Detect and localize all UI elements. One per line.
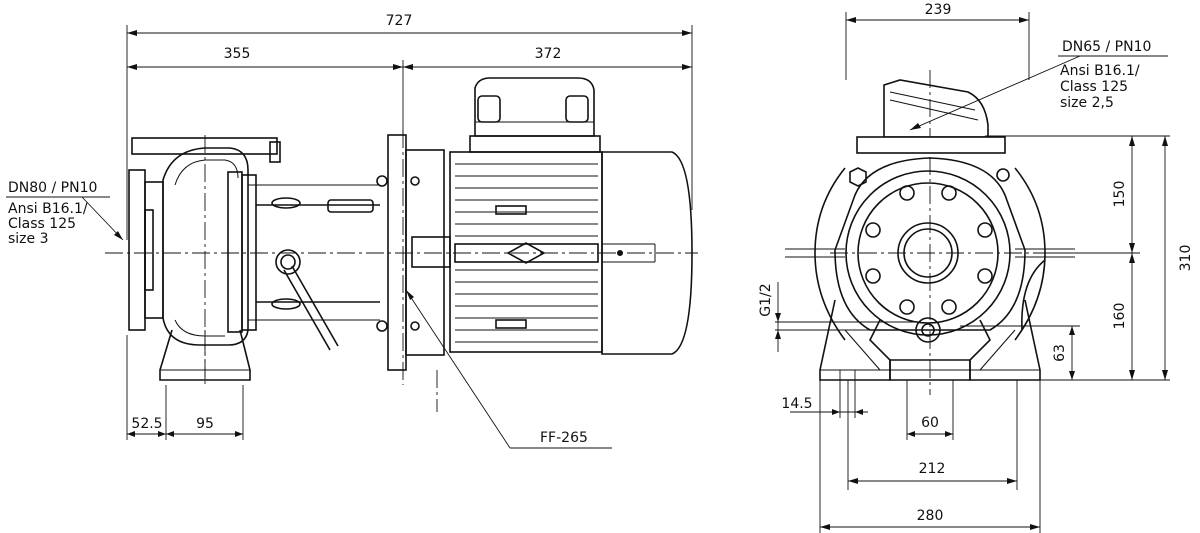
discharge-label	[909, 55, 1168, 131]
dim-base-outer: 280	[917, 508, 944, 524]
dim-total-length: 727	[386, 13, 413, 29]
drain-label: G1/2	[758, 283, 774, 316]
front-discharge-flange	[856, 136, 1006, 154]
pump-casing	[131, 135, 281, 385]
foot-dimension-lines	[126, 335, 244, 440]
dim-foot-length: 95	[196, 416, 214, 432]
dim-foot-offset: 52.5	[131, 416, 162, 432]
motor-body	[449, 77, 693, 355]
motor-flange	[376, 130, 451, 412]
dim-front-width: 239	[925, 2, 952, 18]
front-casing	[830, 157, 1090, 343]
discharge-label-line-1: DN65 / PN10	[1062, 39, 1151, 55]
dim-lower-height: 160	[1112, 303, 1128, 330]
hex-nut	[849, 167, 867, 187]
dim-total-height: 310	[1178, 245, 1194, 272]
suction-flange	[128, 169, 164, 331]
dim-base-mid: 212	[919, 461, 946, 477]
dim-bolt-hole: 14.5	[781, 396, 812, 412]
suction-label	[6, 196, 124, 241]
dim-base-inner: 60	[921, 415, 939, 431]
side-view: 727 355 372	[6, 13, 698, 449]
discharge-label-line-2: Ansi B16.1/	[1060, 63, 1140, 79]
suction-label-line-3: Class 125	[8, 216, 76, 232]
drain-dimension	[775, 282, 915, 352]
front-terminal-box	[883, 79, 989, 138]
front-base	[819, 299, 1041, 381]
height-dimensions	[960, 135, 1170, 381]
drain-plug	[275, 249, 339, 351]
base-dimensions	[790, 370, 1041, 533]
discharge-label-line-3: Class 125	[1060, 79, 1128, 95]
suction-label-line-4: size 3	[8, 231, 49, 247]
flange-label	[405, 289, 612, 449]
dim-drain-height: 63	[1052, 344, 1068, 362]
suction-label-line-1: DN80 / PN10	[8, 180, 97, 196]
width-dimension	[845, 12, 1030, 80]
lantern	[256, 184, 380, 321]
dim-pump-length: 355	[224, 46, 251, 62]
dim-motor-length: 372	[535, 46, 562, 62]
top-dimension-lines	[126, 25, 693, 240]
discharge-label-line-4: size 2,5	[1060, 95, 1114, 111]
flange-label-text: FF-265	[540, 430, 588, 446]
dim-upper-height: 150	[1112, 181, 1128, 208]
front-view: 239	[758, 2, 1194, 533]
suction-label-line-2: Ansi B16.1/	[8, 201, 88, 217]
